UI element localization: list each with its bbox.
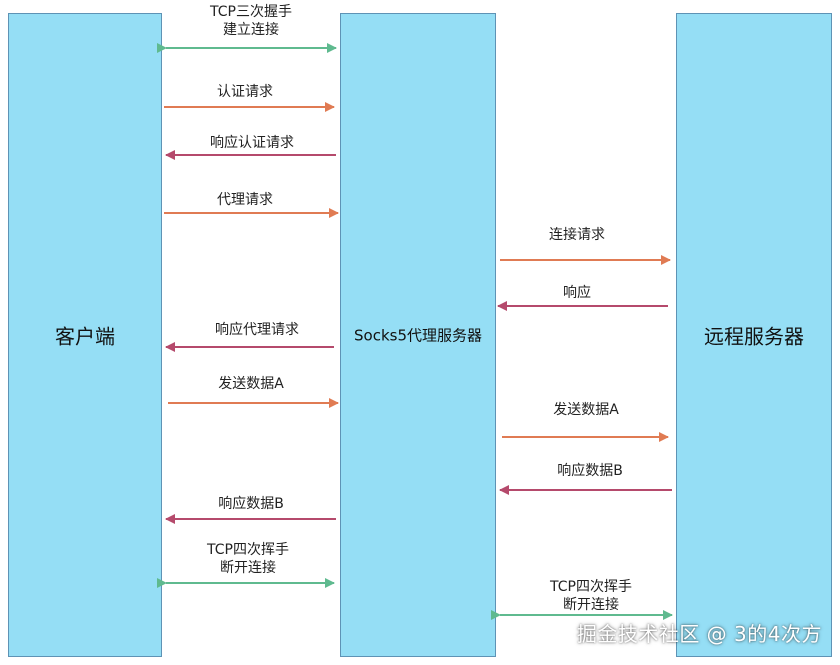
remote-lane: 远程服务器 (676, 13, 832, 657)
remote-label: 远程服务器 (704, 324, 804, 349)
tcp-close-remote-line1: TCP四次挥手 (550, 579, 632, 595)
tcp-close-client-line1: TCP四次挥手 (207, 542, 289, 558)
client-lane: 客户端 (8, 13, 162, 657)
connect-request-label: 连接请求 (549, 227, 605, 243)
proxy-request-label: 代理请求 (217, 192, 273, 208)
watermark-text: 掘金技术社区 @ 3的4次方 (576, 622, 822, 646)
proxy-lane: Socks5代理服务器 (340, 13, 496, 657)
auth-response-label: 响应认证请求 (210, 135, 294, 151)
tcp-close-remote-label: TCP四次挥手 断开连接 (550, 578, 632, 614)
tcp-connect-label-line2: 建立连接 (222, 22, 279, 38)
tcp-connect-label: TCP三次握手 建立连接 (210, 3, 292, 39)
tcp-close-remote-line2: 断开连接 (562, 597, 619, 613)
response-b-remote-label: 响应数据B (557, 463, 623, 479)
auth-request-label: 认证请求 (217, 84, 273, 100)
proxy-label: Socks5代理服务器 (354, 326, 482, 345)
tcp-close-client-line2: 断开连接 (219, 560, 276, 576)
send-a-proxy-label: 发送数据A (553, 402, 619, 418)
response-b-client-label: 响应数据B (218, 496, 284, 512)
connect-response-label: 响应 (563, 285, 591, 301)
tcp-close-client-label: TCP四次挥手 断开连接 (207, 541, 289, 577)
send-a-client-label: 发送数据A (218, 376, 284, 392)
tcp-connect-label-line1: TCP三次握手 (210, 4, 292, 20)
client-label: 客户端 (55, 324, 115, 349)
proxy-response-label: 响应代理请求 (215, 322, 299, 338)
